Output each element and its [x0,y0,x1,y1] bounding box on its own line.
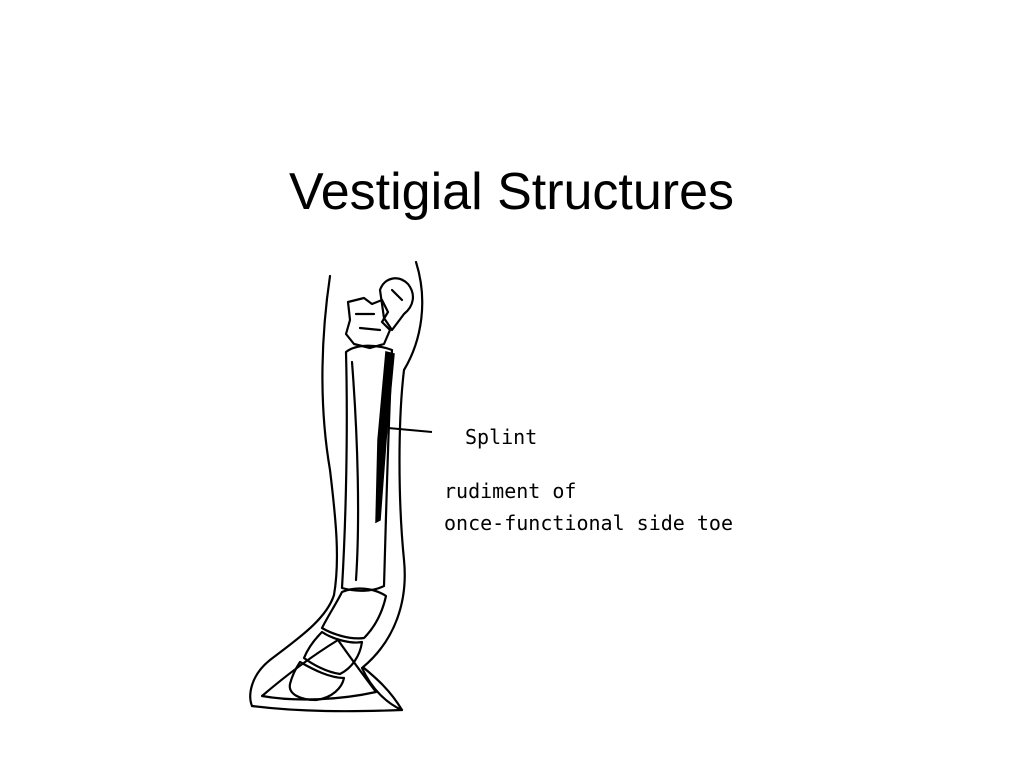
slide-title: Vestigial Structures [288,163,735,221]
horse-leg-diagram: Splint rudiment of once-functional side … [249,260,733,713]
short-pastern [302,630,364,676]
splint-label: Splint [465,425,537,449]
tarsal-bones [344,296,392,350]
leg-outline-rear [249,274,339,708]
long-pastern [320,587,388,640]
hoof-outline [250,666,404,713]
hoof-inner-outline [260,638,378,701]
leg-outline-front [360,260,424,712]
calcaneus [378,277,414,332]
splint-bone [375,351,395,524]
coffin-bone [288,660,346,702]
caption-line-2: once-functional side toe [444,511,733,535]
cannon-bone [340,344,394,592]
caption-line-1: rudiment of [444,479,576,503]
splint-pointer-line [387,427,433,433]
